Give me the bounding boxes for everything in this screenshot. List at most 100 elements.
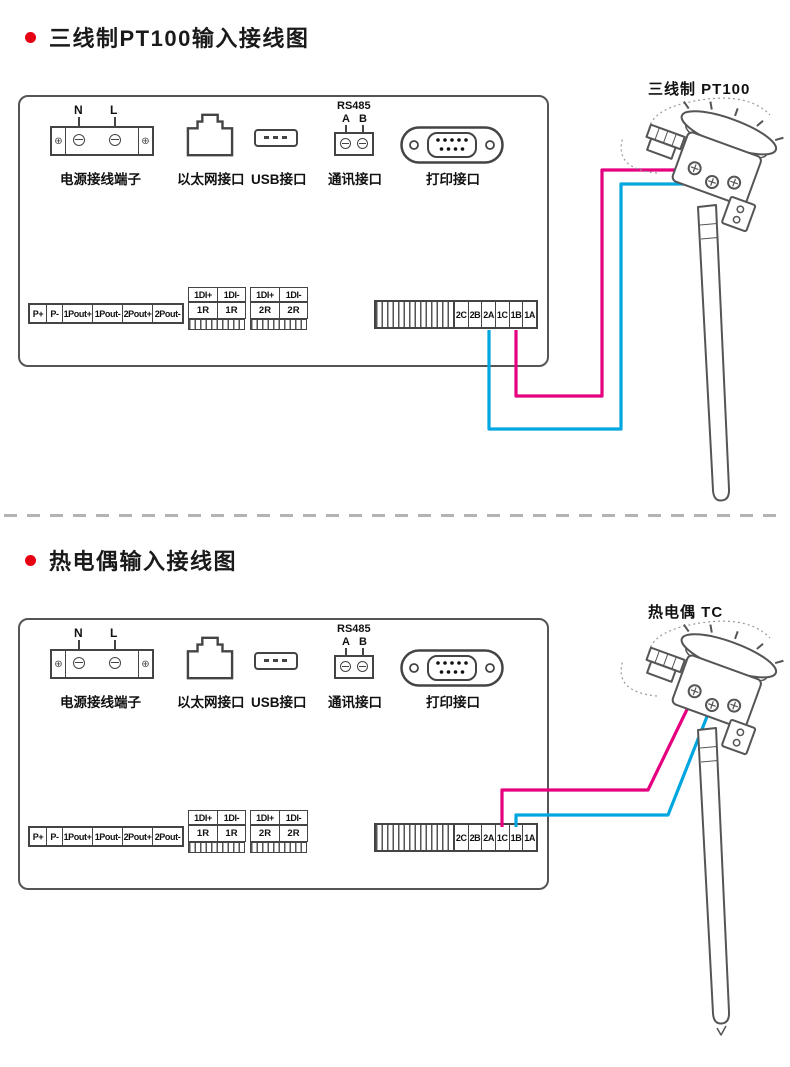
di-header-strip: 1DI+ 1DI- bbox=[188, 287, 246, 302]
terminal-hatch bbox=[376, 825, 454, 850]
printer-port-label: 打印接口 bbox=[426, 695, 480, 710]
terminal-cell: 2C bbox=[453, 302, 468, 327]
terminal-cell: 1DI+ bbox=[256, 289, 274, 300]
screw-icon bbox=[73, 657, 85, 669]
di-header-strip: 1DI+ 1DI- bbox=[188, 810, 246, 825]
printer-port-label: 打印接口 bbox=[426, 172, 480, 187]
screw-icon bbox=[340, 660, 351, 672]
power-terminal-block: ⊕ ⊕ bbox=[50, 649, 154, 679]
terminal-cell: 1DI- bbox=[279, 288, 307, 301]
terminal-hatch bbox=[250, 319, 307, 330]
rs485-a-lead-line bbox=[345, 648, 347, 655]
terminal-cell: P- bbox=[46, 305, 62, 322]
rs485-label: RS485 bbox=[337, 623, 371, 635]
power-n-label: N bbox=[74, 103, 83, 117]
ethernet-port-icon bbox=[186, 636, 234, 680]
power-l-lead-line bbox=[114, 117, 116, 127]
mount-screw-icon: ⊕ bbox=[138, 128, 152, 154]
rs485-b-label: B bbox=[359, 636, 367, 648]
section-thermocouple-wiring: 热电偶输入接线图 热电偶 TC N L ⊕ ⊕ 电源接线端子 以太网接口 USB… bbox=[0, 523, 790, 1046]
rs485-a-label: A bbox=[342, 113, 350, 125]
bullet-icon bbox=[25, 31, 36, 43]
terminal-cell: 1Pout+ bbox=[62, 828, 92, 845]
usb-port-label: USB接口 bbox=[251, 695, 307, 710]
terminal-cell: 2R bbox=[258, 828, 272, 839]
rs485-b-lead-line bbox=[362, 648, 364, 655]
di-header-strip: 1DI+ 1DI- bbox=[250, 810, 308, 825]
terminal-cell: 2Pout- bbox=[152, 828, 182, 845]
terminal-cell: 2Pout+ bbox=[122, 305, 152, 322]
rs485-a-label: A bbox=[342, 636, 350, 648]
relay-terminal-strip: 1R 1R bbox=[188, 825, 246, 842]
power-l-lead-line bbox=[114, 640, 116, 650]
rs485-b-label: B bbox=[359, 113, 367, 125]
terminal-cell: 2B bbox=[467, 825, 482, 850]
section-title: 三线制PT100输入接线图 bbox=[49, 26, 310, 51]
terminal-cell: 2Pout+ bbox=[122, 828, 152, 845]
sensor-type-label: 三线制 PT100 bbox=[648, 81, 751, 98]
power-n-lead-line bbox=[78, 640, 80, 650]
terminal-cell: 1DI- bbox=[217, 288, 245, 301]
ethernet-port-icon bbox=[186, 113, 234, 157]
mount-screw-icon: ⊕ bbox=[52, 651, 66, 677]
input-terminal-strip: 2C 2B 2A 1C 1B 1A bbox=[374, 823, 538, 852]
rs485-label: RS485 bbox=[337, 100, 371, 112]
terminal-cell: 2R bbox=[279, 303, 307, 318]
printer-port-icon bbox=[400, 126, 504, 164]
terminal-cell: 1DI+ bbox=[194, 289, 212, 300]
terminal-cell: 1A bbox=[522, 825, 536, 850]
usb-pins-icon bbox=[264, 136, 288, 139]
terminal-cell: 2B bbox=[467, 302, 482, 327]
comm-port-label: 通讯接口 bbox=[328, 172, 382, 187]
power-n-lead-line bbox=[78, 117, 80, 127]
relay-terminal-strip: 2R 2R bbox=[250, 825, 308, 842]
section-title: 热电偶输入接线图 bbox=[49, 549, 238, 574]
terminal-cell: 1B bbox=[508, 825, 523, 850]
power-out-terminal-strip: P+ P- 1Pout+ 1Pout- 2Pout+ 2Pout- bbox=[28, 303, 184, 324]
usb-port-icon bbox=[254, 652, 298, 670]
sensor-type-label: 热电偶 TC bbox=[648, 604, 724, 621]
screw-icon bbox=[340, 137, 351, 149]
terminal-cell: 1Pout- bbox=[92, 828, 122, 845]
ethernet-port-label: 以太网接口 bbox=[177, 695, 245, 710]
terminal-cell: 1R bbox=[217, 303, 245, 318]
terminal-cell: 2R bbox=[279, 826, 307, 841]
comm-terminal-block bbox=[334, 132, 374, 156]
rs485-a-lead-line bbox=[345, 125, 347, 132]
power-n-label: N bbox=[74, 626, 83, 640]
mount-screw-icon: ⊕ bbox=[52, 128, 66, 154]
rs485-b-lead-line bbox=[362, 125, 364, 132]
screw-icon bbox=[73, 134, 85, 146]
terminal-cell: P- bbox=[46, 828, 62, 845]
terminal-cell: 1R bbox=[217, 826, 245, 841]
terminal-cell: 1DI- bbox=[217, 811, 245, 824]
terminal-cell: P+ bbox=[32, 308, 44, 319]
terminal-cell: 1R bbox=[196, 828, 210, 839]
section-pt100-wiring: 三线制PT100输入接线图 三线制 PT100 N L ⊕ ⊕ 电源接线端子 以… bbox=[0, 0, 790, 523]
power-terminal-block: ⊕ ⊕ bbox=[50, 126, 154, 156]
bullet-icon bbox=[25, 554, 36, 566]
usb-pins-icon bbox=[264, 659, 288, 662]
terminal-cell: 1DI+ bbox=[256, 812, 274, 823]
relay-terminal-strip: 1R 1R bbox=[188, 302, 246, 319]
thermocouple-probe bbox=[620, 620, 784, 1036]
terminal-cell: 2R bbox=[258, 305, 272, 316]
terminal-hatch bbox=[188, 842, 245, 853]
terminal-cell: 1DI- bbox=[279, 811, 307, 824]
terminal-cell: 2A bbox=[481, 825, 495, 850]
ethernet-port-label: 以太网接口 bbox=[177, 172, 245, 187]
terminal-cell: 1R bbox=[196, 305, 210, 316]
pt100-probe bbox=[620, 97, 784, 502]
di-header-strip: 1DI+ 1DI- bbox=[250, 287, 308, 302]
usb-port-icon bbox=[254, 129, 298, 147]
power-terminal-label: 电源接线端子 bbox=[60, 172, 141, 187]
terminal-hatch bbox=[188, 319, 245, 330]
power-out-terminal-strip: P+ P- 1Pout+ 1Pout- 2Pout+ 2Pout- bbox=[28, 826, 184, 847]
terminal-cell: 1Pout- bbox=[92, 305, 122, 322]
screw-icon bbox=[109, 134, 121, 146]
printer-port-icon bbox=[400, 649, 504, 687]
relay-terminal-strip: 2R 2R bbox=[250, 302, 308, 319]
screw-icon bbox=[357, 660, 368, 672]
section-divider bbox=[4, 514, 786, 517]
terminal-hatch bbox=[250, 842, 307, 853]
